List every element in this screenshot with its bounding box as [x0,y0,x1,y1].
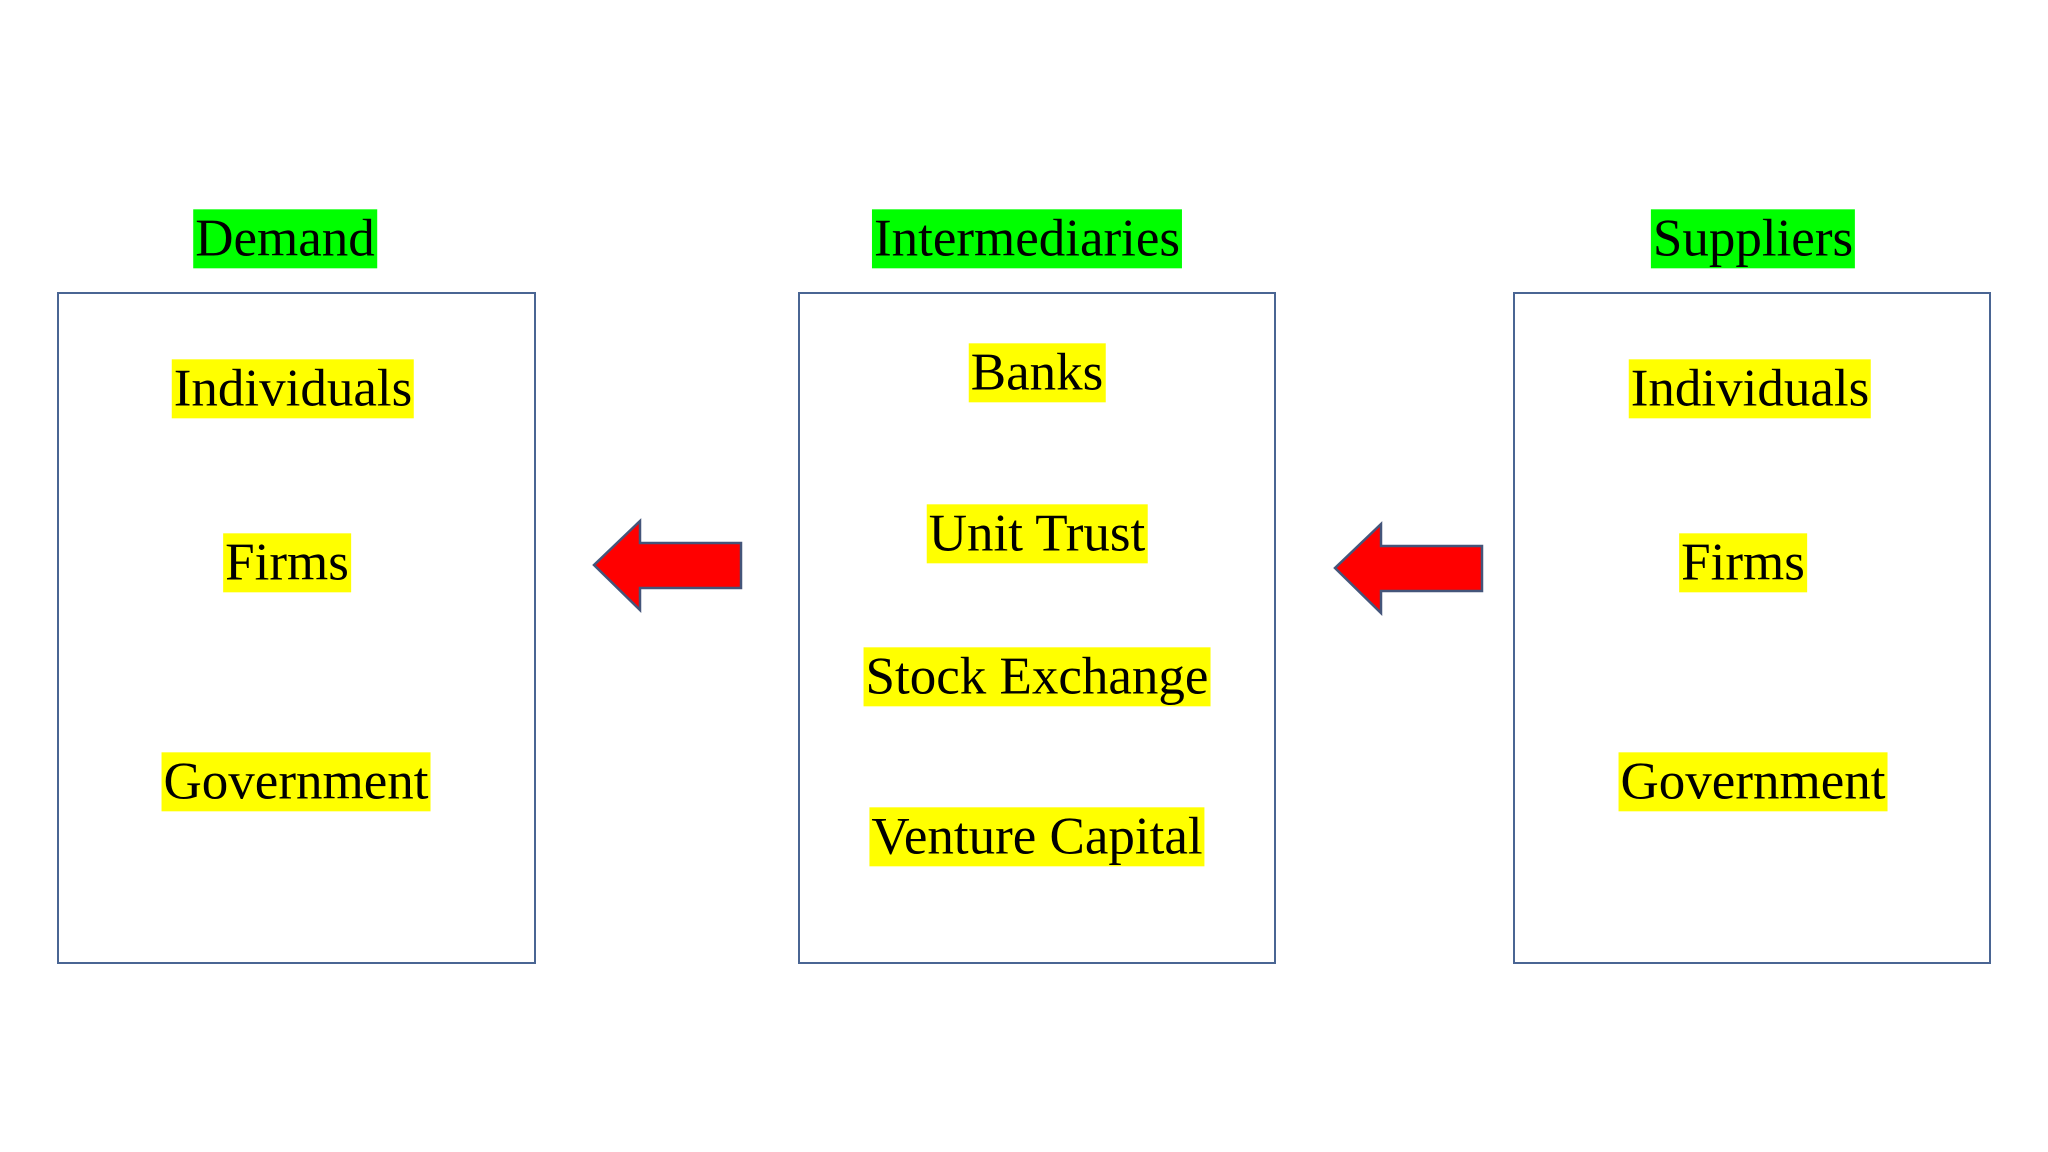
arrow-shape [592,518,743,613]
left-arrow-icon [1333,521,1484,616]
intermediaries-item-venture-capital: Venture Capital [869,807,1205,867]
demand-item-government: Government [161,752,431,812]
intermediaries-item-unit-trust: Unit Trust [926,504,1148,564]
intermediaries-item-stock-exchange: Stock Exchange [863,647,1211,707]
suppliers-item-government: Government [1618,752,1888,812]
suppliers-item-firms: Firms [1679,533,1807,593]
demand-title: Demand [193,209,377,269]
suppliers-item-individuals: Individuals [1628,359,1872,419]
intermediaries-title: Intermediaries [871,209,1183,269]
left-arrow-icon [592,518,743,613]
arrow-shape [1333,521,1484,616]
demand-item-individuals: Individuals [171,359,415,419]
demand-item-firms: Firms [223,533,351,593]
intermediaries-item-banks: Banks [968,343,1106,403]
suppliers-title: Suppliers [1650,209,1856,269]
